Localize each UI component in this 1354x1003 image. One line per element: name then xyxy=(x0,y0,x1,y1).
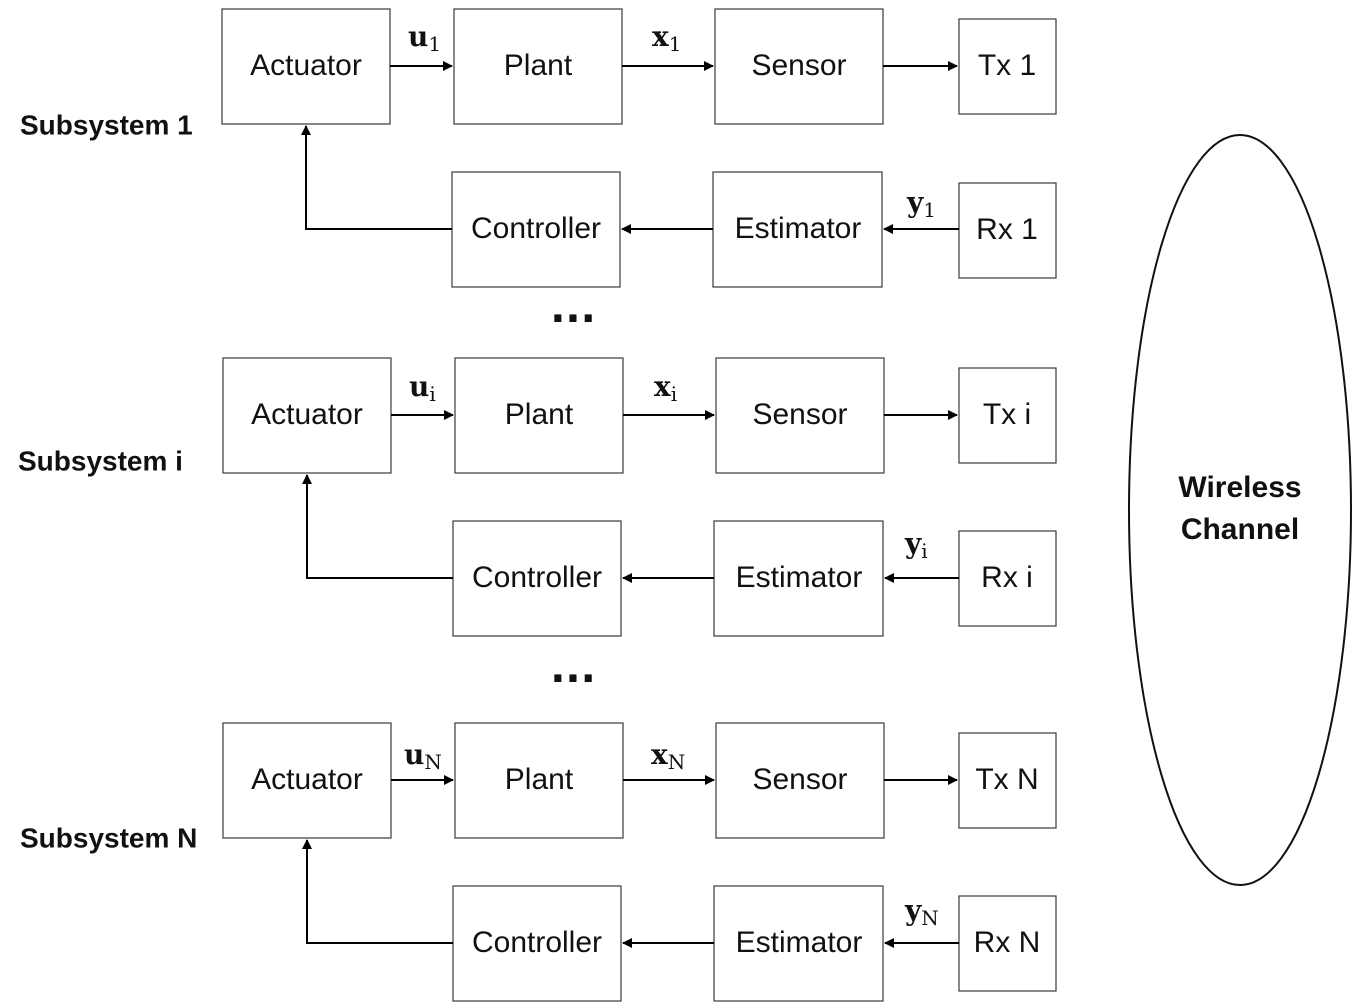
signal-y-label: yi xyxy=(904,527,928,563)
plant-label: Plant xyxy=(505,398,574,431)
plant-block xyxy=(454,722,624,839)
sensor-label: Sensor xyxy=(752,398,847,431)
controller-label: Controller xyxy=(472,926,602,959)
signal-u-label: u1 xyxy=(408,20,441,56)
subsystem-label: Subsystem i xyxy=(18,445,183,476)
tx-label: Tx i xyxy=(983,398,1031,431)
wireless-channel-label-line1: Wireless xyxy=(1178,471,1301,504)
tx-block xyxy=(958,367,1057,464)
signal-x-label: x1 xyxy=(652,20,681,56)
estimator-block xyxy=(713,885,884,1002)
wireless-channel-ellipse xyxy=(1128,134,1352,886)
actuator-label: Actuator xyxy=(250,49,362,82)
plant-label: Plant xyxy=(505,763,574,796)
rx-block xyxy=(958,182,1057,279)
rx-block xyxy=(958,895,1057,992)
controller-to-actuator-arrow xyxy=(302,474,453,579)
actuator-block xyxy=(221,8,391,125)
subsystem-1: Subsystem 1 Actuator Plant Sensor Tx 1 C… xyxy=(20,8,1057,288)
subsystem-n: Subsystem N Actuator Plant Sensor Tx N C… xyxy=(20,722,1057,1002)
signal-x-label: xi xyxy=(654,370,677,406)
tx-label: Tx N xyxy=(975,763,1038,796)
signal-u-label: ui xyxy=(409,370,436,406)
controller-block xyxy=(451,171,621,288)
subsystem-label: Subsystem N xyxy=(20,822,197,853)
estimator-label: Estimator xyxy=(735,212,862,245)
tx-label: Tx 1 xyxy=(978,49,1036,82)
estimator-label: Estimator xyxy=(736,926,863,959)
signal-y-label: yN xyxy=(904,894,939,930)
subsystem-label: Subsystem 1 xyxy=(20,109,193,140)
sensor-label: Sensor xyxy=(752,763,847,796)
estimator-block xyxy=(712,171,883,288)
wireless-channel-label-line2: Channel xyxy=(1181,513,1299,546)
estimator-label: Estimator xyxy=(736,561,863,594)
sensor-label: Sensor xyxy=(751,49,846,82)
plant-block xyxy=(454,357,624,474)
actuator-block xyxy=(222,722,392,839)
sensor-block xyxy=(715,357,885,474)
rx-label: Rx 1 xyxy=(976,213,1038,246)
controller-label: Controller xyxy=(472,561,602,594)
actuator-label: Actuator xyxy=(251,398,363,431)
ellipsis-2: ... xyxy=(550,646,596,692)
signal-u-label: uN xyxy=(404,738,442,774)
plant-label: Plant xyxy=(504,49,573,82)
subsystem-i: Subsystem i Actuator Plant Sensor Tx i C… xyxy=(18,357,1057,637)
ellipsis-1: ... xyxy=(550,286,596,332)
plant-block xyxy=(453,8,623,125)
controller-label: Controller xyxy=(471,212,601,245)
controller-to-actuator-arrow xyxy=(302,839,453,944)
sensor-block xyxy=(715,722,885,839)
controller-block xyxy=(452,520,622,637)
rx-label: Rx N xyxy=(974,926,1041,959)
tx-block xyxy=(958,732,1057,829)
controller-to-actuator-arrow xyxy=(301,125,452,230)
tx-block xyxy=(958,18,1057,115)
controller-block xyxy=(452,885,622,1002)
rx-block xyxy=(958,530,1057,627)
wireless-channel: Wireless Channel xyxy=(1128,134,1352,886)
signal-y-label: y1 xyxy=(906,186,936,222)
signal-x-label: xN xyxy=(651,738,685,774)
rx-label: Rx i xyxy=(981,561,1033,594)
actuator-label: Actuator xyxy=(251,763,363,796)
sensor-block xyxy=(714,8,884,125)
